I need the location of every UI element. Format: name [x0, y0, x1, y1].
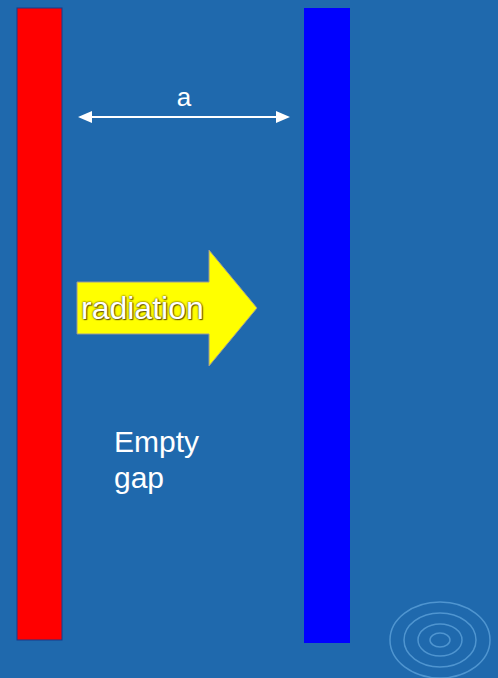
- gap-label: Empty gap: [114, 424, 224, 496]
- hot-plate: [17, 8, 62, 640]
- gap-dimension-arrow: [78, 111, 290, 123]
- dimension-label: a: [177, 82, 191, 113]
- radiation-arrow: radiation: [76, 248, 259, 368]
- swirl-logo: [390, 602, 490, 678]
- cold-plate: [304, 8, 350, 643]
- arrow-label: radiation: [81, 282, 204, 334]
